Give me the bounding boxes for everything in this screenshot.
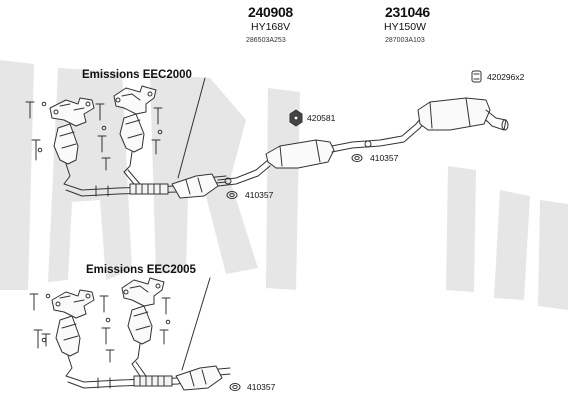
- mid-pipe[interactable]: [331, 111, 431, 153]
- catalytic-converter-left[interactable]: [53, 123, 79, 185]
- catalytic-converter-right[interactable]: [119, 113, 145, 173]
- mounting-studs-bottom: [29, 293, 171, 363]
- section-label-eec2005: Emissions EEC2005: [86, 264, 196, 276]
- centre-catalyst-bottom[interactable]: [175, 365, 223, 391]
- exhaust-manifold-right-2005[interactable]: [121, 277, 165, 307]
- part-number-hanger[interactable]: 420581: [307, 113, 336, 123]
- exhaust-manifold-right[interactable]: [113, 85, 157, 115]
- centre-silencer[interactable]: [265, 139, 335, 169]
- ref-number-right: 231046: [385, 4, 430, 20]
- oem-code-left: 286503A253: [246, 37, 286, 44]
- model-code-left: HY168V: [251, 21, 291, 33]
- ref-number-left: 240908: [248, 4, 293, 20]
- section-divider-bottom: [181, 277, 211, 371]
- centre-catalyst-top[interactable]: [171, 173, 219, 199]
- catalytic-converter-right-2005[interactable]: [127, 305, 153, 365]
- model-code-right: HY150W: [384, 21, 427, 33]
- rear-silencer[interactable]: [417, 97, 491, 131]
- part-number-clamp[interactable]: 420296x2: [487, 72, 525, 82]
- exhaust-manifold-left-2005[interactable]: [51, 289, 95, 319]
- tail-pipe[interactable]: [485, 109, 509, 131]
- flex-joint-top[interactable]: [129, 183, 169, 195]
- mounting-studs-top: [25, 101, 163, 171]
- clamp-icon: [471, 70, 482, 83]
- part-number-gasket-bottom[interactable]: 410357: [247, 382, 276, 392]
- rubber-hanger-icon: [289, 109, 303, 127]
- section-label-eec2000: Emissions EEC2000: [82, 69, 192, 81]
- part-number-gasket-mid[interactable]: 410357: [370, 153, 399, 163]
- gasket-ring-icon: [226, 154, 363, 391]
- part-number-gasket-top[interactable]: 410357: [245, 190, 274, 200]
- flex-joint-bottom[interactable]: [133, 375, 173, 387]
- connecting-pipe-top[interactable]: [217, 159, 271, 187]
- exhaust-manifold-left[interactable]: [49, 97, 95, 127]
- oem-code-right: 287003A103: [385, 37, 425, 44]
- catalytic-converter-left-2005[interactable]: [55, 315, 81, 377]
- section-divider-top: [177, 77, 206, 179]
